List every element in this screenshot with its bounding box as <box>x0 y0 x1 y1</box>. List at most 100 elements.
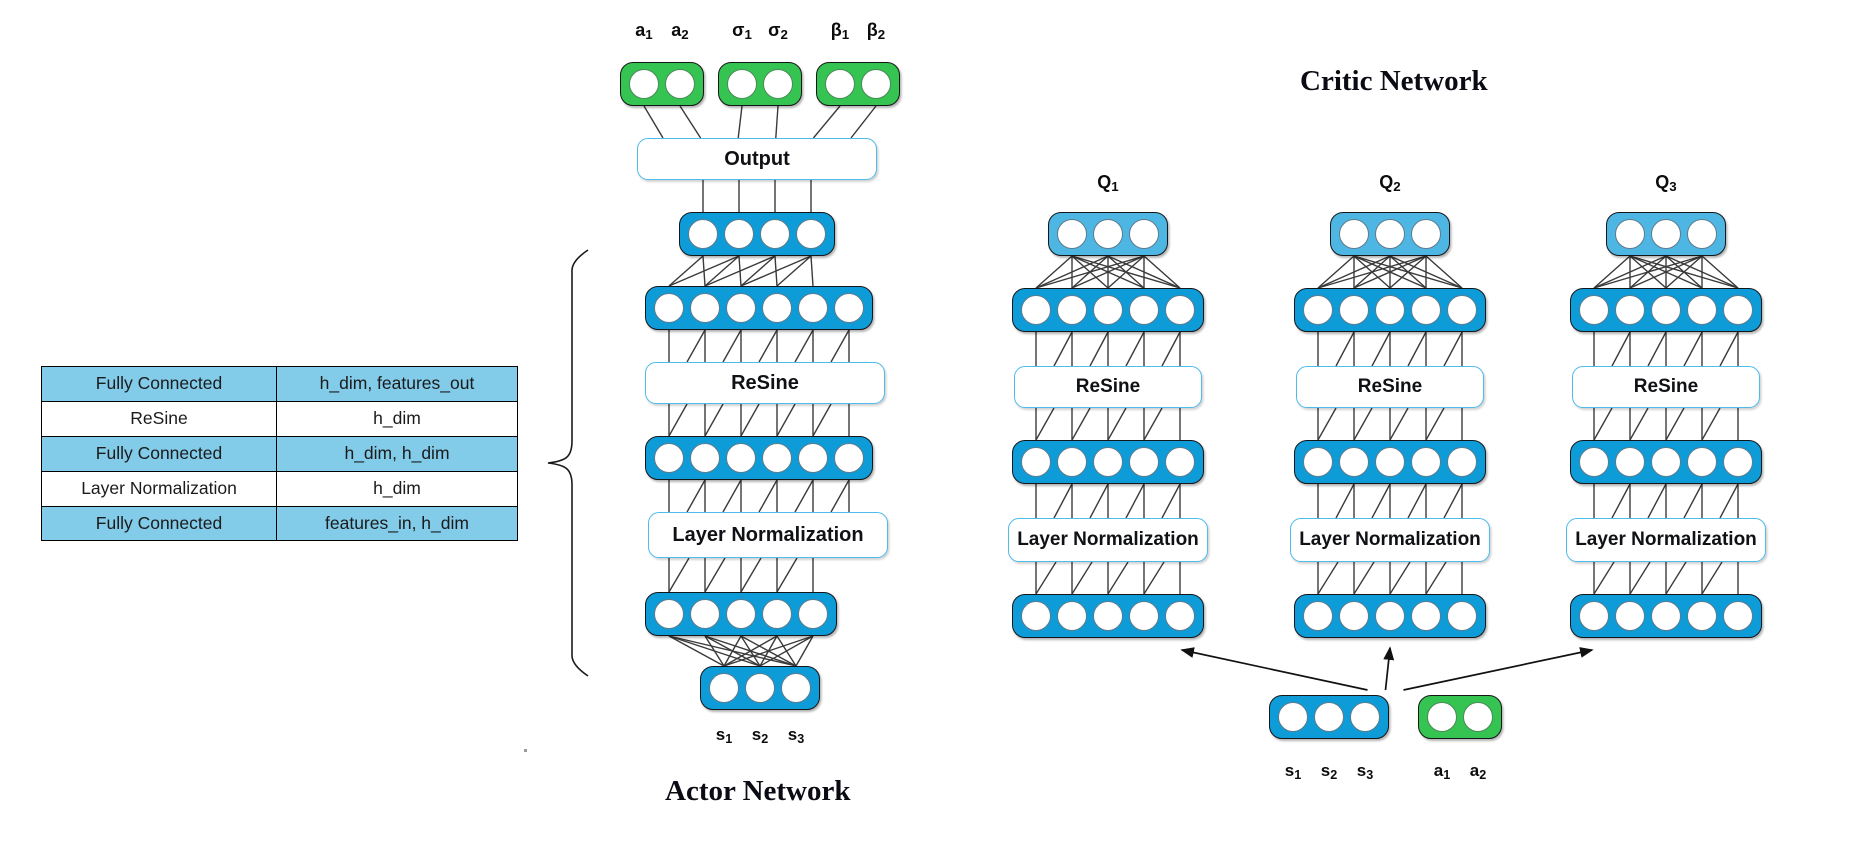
network-node <box>1057 447 1087 477</box>
network-node <box>1303 295 1333 325</box>
critic-action-label-a1: a1 <box>1433 761 1451 782</box>
network-node <box>1579 601 1609 631</box>
critic-q3-label: Q3 <box>1655 172 1677 194</box>
network-node <box>1314 702 1344 732</box>
spec-layer-dims: h_dim <box>276 470 518 507</box>
network-node <box>1339 447 1369 477</box>
network-node <box>1463 702 1493 732</box>
critic-state-label-s1: s1 <box>1284 761 1302 782</box>
critic-resine-box-2: ReSine <box>1296 366 1484 408</box>
critic-state-label-s3: s3 <box>1356 761 1374 782</box>
network-node <box>825 69 855 99</box>
network-node <box>709 673 739 703</box>
network-node <box>1615 295 1645 325</box>
network-node <box>1615 601 1645 631</box>
spec-layer-name: ReSine <box>41 400 277 437</box>
network-node <box>1411 601 1441 631</box>
network-node <box>760 219 790 249</box>
critic-network-title: Critic Network <box>1300 65 1488 97</box>
critic-q-layer-3 <box>1606 212 1726 256</box>
network-node <box>1579 447 1609 477</box>
network-node <box>1278 702 1308 732</box>
spec-layer-dims: features_in, h_dim <box>276 505 518 542</box>
network-node <box>1447 601 1477 631</box>
actor-layer-pre-output <box>679 212 835 256</box>
network-node <box>1057 219 1087 249</box>
critic-hidden-mid-2 <box>1294 440 1486 484</box>
critic-input-layer-3 <box>1570 594 1762 638</box>
network-node <box>1651 601 1681 631</box>
critic-action-label-a2: a2 <box>1469 761 1487 782</box>
network-node <box>1057 601 1087 631</box>
network-node <box>834 443 864 473</box>
actor-layer-hidden-2 <box>645 286 873 330</box>
critic-q2-label: Q2 <box>1379 172 1401 194</box>
network-node <box>1375 447 1405 477</box>
actor-input-label-s3: s3 <box>787 725 805 746</box>
network-node <box>1057 295 1087 325</box>
critic-input-layer-1 <box>1012 594 1204 638</box>
network-node <box>1165 447 1195 477</box>
critic-hidden-mid-3 <box>1570 440 1762 484</box>
spec-layer-name: Fully Connected <box>41 366 277 402</box>
network-node <box>1303 447 1333 477</box>
network-node <box>1129 219 1159 249</box>
network-node <box>629 69 659 99</box>
actor-layer-hidden-1 <box>645 436 873 480</box>
network-node <box>1093 295 1123 325</box>
critic-layernorm-box-3: Layer Normalization <box>1566 518 1766 562</box>
critic-state-input <box>1269 695 1389 739</box>
network-node <box>762 599 792 629</box>
network-node <box>861 69 891 99</box>
network-node <box>1129 447 1159 477</box>
network-node <box>1093 447 1123 477</box>
network-node <box>1165 295 1195 325</box>
actor-output-label-β1: β1 <box>830 20 850 42</box>
network-node <box>1339 601 1369 631</box>
critic-layernorm-box-2: Layer Normalization <box>1290 518 1490 562</box>
actor-sigma-head-block <box>718 62 802 106</box>
critic-layernorm-box-1: Layer Normalization <box>1008 518 1208 562</box>
critic-hidden-upper-3 <box>1570 288 1762 332</box>
network-node <box>1687 447 1717 477</box>
network-node <box>1021 447 1051 477</box>
network-node <box>798 443 828 473</box>
spec-layer-name: Fully Connected <box>41 505 277 542</box>
network-node <box>1129 295 1159 325</box>
critic-resine-box-1: ReSine <box>1014 366 1202 408</box>
critic-hidden-upper-2 <box>1294 288 1486 332</box>
network-node <box>1615 447 1645 477</box>
network-node <box>654 599 684 629</box>
network-node <box>798 599 828 629</box>
spec-layer-dims: h_dim <box>276 400 518 437</box>
network-node <box>688 219 718 249</box>
network-node <box>1021 601 1051 631</box>
spec-layer-dims: h_dim, h_dim <box>276 435 518 472</box>
actor-layer-input-proj <box>645 592 837 636</box>
network-node <box>1651 219 1681 249</box>
network-node <box>796 219 826 249</box>
network-node <box>1303 601 1333 631</box>
critic-hidden-upper-1 <box>1012 288 1204 332</box>
network-node <box>1427 702 1457 732</box>
network-node <box>1723 447 1753 477</box>
network-node <box>1165 601 1195 631</box>
network-node <box>1687 601 1717 631</box>
actor-output-label-a1: a1 <box>635 20 653 42</box>
network-node <box>1375 601 1405 631</box>
critic-q1-label: Q1 <box>1097 172 1119 194</box>
network-node <box>1447 295 1477 325</box>
critic-hidden-mid-1 <box>1012 440 1204 484</box>
network-node <box>798 293 828 323</box>
network-node <box>726 599 756 629</box>
actor-network-title: Actor Network <box>665 775 851 807</box>
actor-layer-input <box>700 666 820 710</box>
network-node <box>1723 601 1753 631</box>
network-node <box>1375 295 1405 325</box>
actor-output-box: Output <box>637 138 877 180</box>
